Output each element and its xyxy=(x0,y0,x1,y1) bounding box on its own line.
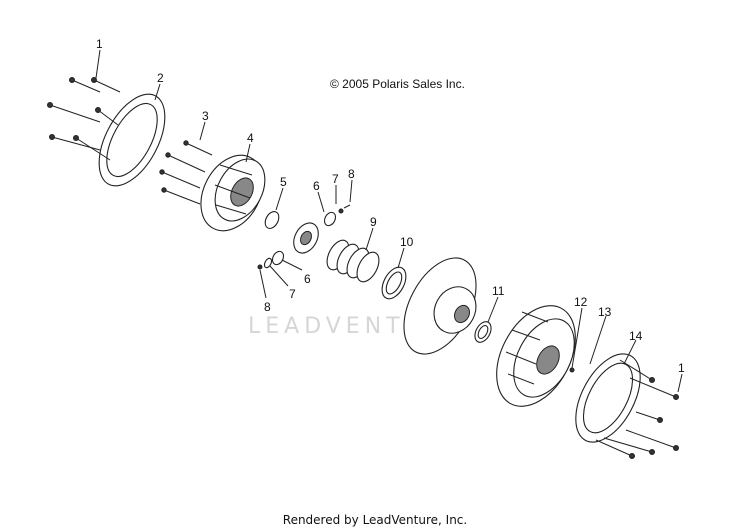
spider-housing xyxy=(496,305,576,407)
bushing-5 xyxy=(264,211,280,229)
callout-11: 11 xyxy=(492,284,505,298)
callout-6-upper: 6 xyxy=(313,179,320,193)
callout-8-lower: 8 xyxy=(264,300,271,314)
bolts-right xyxy=(595,359,679,459)
callout-4: 4 xyxy=(247,131,254,145)
movable-sheave xyxy=(403,257,477,355)
callout-1-top: 1 xyxy=(96,37,103,51)
callout-3: 3 xyxy=(202,109,209,123)
copyright-notice: © 2005 Polaris Sales Inc. xyxy=(330,77,465,91)
bolts-left xyxy=(47,77,121,161)
callout-14: 14 xyxy=(629,329,643,343)
callout-8-upper: 8 xyxy=(348,167,355,181)
callout-9: 9 xyxy=(370,215,377,229)
callout-labels: 1 2 3 4 5 6 7 8 9 10 6 7 8 11 12 13 14 1 xyxy=(96,37,685,375)
sheave-housing xyxy=(200,154,266,232)
callout-1-bottom: 1 xyxy=(678,361,685,375)
callout-6-lower: 6 xyxy=(304,272,311,286)
cover-plate-right xyxy=(575,353,641,443)
ring-11 xyxy=(474,321,492,343)
screws-3 xyxy=(159,140,213,205)
ring-10 xyxy=(381,266,407,300)
callout-5: 5 xyxy=(280,175,287,189)
callout-13: 13 xyxy=(598,305,612,319)
spring-9 xyxy=(326,239,380,283)
cover-plate-left xyxy=(98,93,166,187)
callout-12: 12 xyxy=(574,295,588,309)
leader-lines xyxy=(95,49,683,393)
callout-10: 10 xyxy=(400,235,414,249)
upper-roller-assembly xyxy=(293,204,351,254)
callout-7-lower: 7 xyxy=(289,287,296,301)
footer-credit: Rendered by LeadVenture, Inc. xyxy=(282,513,468,527)
callout-2: 2 xyxy=(157,71,164,85)
callout-7-upper: 7 xyxy=(332,172,339,186)
lower-roller-assembly xyxy=(257,250,285,270)
